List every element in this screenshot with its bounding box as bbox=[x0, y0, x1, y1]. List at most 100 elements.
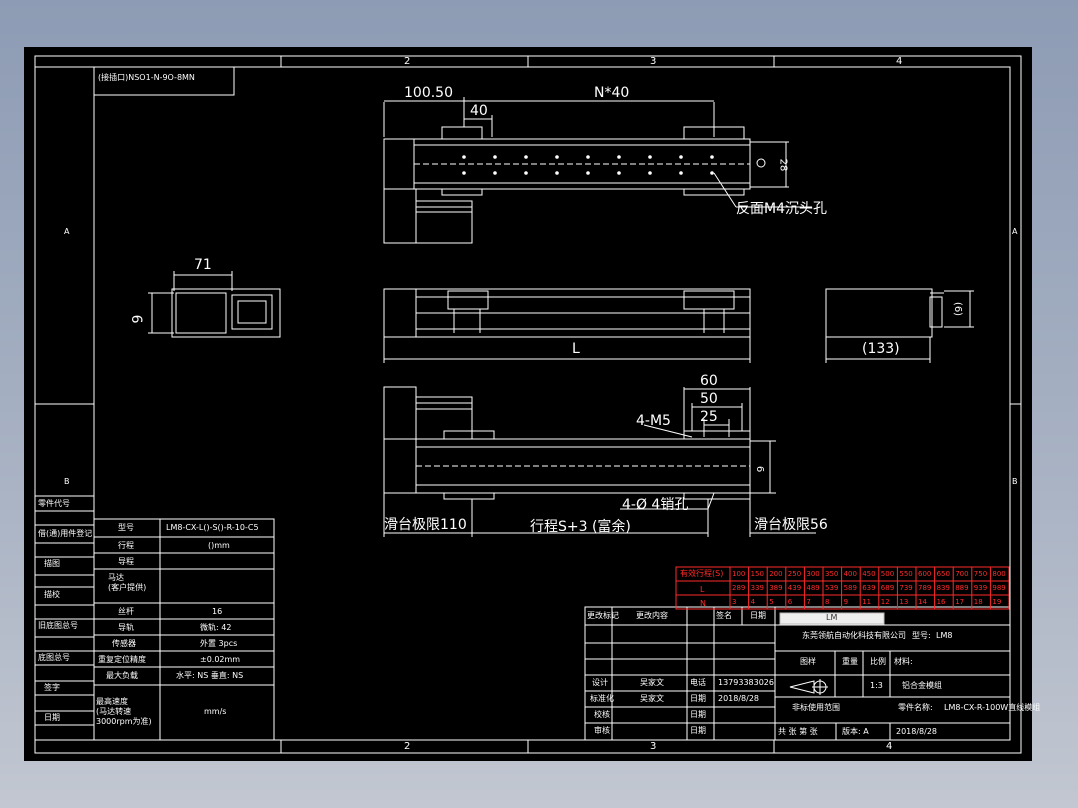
spec-value-stroke: ()mm bbox=[208, 541, 230, 550]
top-view bbox=[383, 97, 812, 244]
limit-right: 滑台极限56 bbox=[754, 517, 828, 533]
mount-hole bbox=[679, 171, 683, 175]
mount-hole bbox=[617, 155, 621, 159]
rev-header-sign: 签名 bbox=[716, 611, 732, 620]
side-label-part-code: 零件代号 bbox=[38, 499, 70, 508]
dim-60: 60 bbox=[700, 373, 718, 389]
mount-hole bbox=[710, 171, 714, 175]
spec-value-sensor: 外置 3pcs bbox=[200, 639, 238, 648]
red-table-cell: 389 bbox=[769, 584, 783, 592]
spec-label-model: 型号 bbox=[118, 523, 134, 532]
front-view bbox=[383, 288, 751, 363]
red-table-cell: 4 bbox=[750, 598, 756, 606]
rev-field-date-3: 日期 bbox=[690, 726, 706, 735]
red-table-cell: 800 bbox=[992, 570, 1006, 578]
dim-133: (133) bbox=[862, 341, 900, 357]
spec-label-screw: 丝杆 bbox=[118, 607, 134, 616]
company-name: 东莞领航自动化科技有限公司 bbox=[802, 631, 906, 640]
border-row-a-left: A bbox=[64, 227, 70, 236]
side-label-date: 日期 bbox=[44, 713, 60, 722]
side-label-sign: 签字 bbox=[44, 683, 60, 692]
mount-hole bbox=[710, 155, 714, 159]
rev-value-date-1: 2018/8/28 bbox=[718, 694, 760, 703]
spec-value-model: LM8-CX-L()-S()-R-10-C5 bbox=[166, 523, 259, 532]
dim-28: 28 bbox=[777, 158, 789, 172]
red-table-cell: 439 bbox=[787, 584, 802, 592]
red-table-cell: 150 bbox=[750, 570, 764, 578]
spec-label-lead: 导程 bbox=[118, 557, 134, 566]
red-table-cell: 939 bbox=[973, 584, 988, 592]
spec-label-repeat: 重复定位精度 bbox=[98, 655, 146, 664]
red-table-header: 有效行程(S) bbox=[680, 569, 724, 578]
mount-hole bbox=[493, 171, 497, 175]
spec-value-repeat: ±0.02mm bbox=[200, 655, 241, 664]
mount-hole bbox=[586, 155, 590, 159]
red-table-cell: 650 bbox=[936, 570, 950, 578]
red-table-cell: 839 bbox=[936, 584, 950, 592]
rev-value-phone: 13793383026 bbox=[718, 678, 774, 687]
dim-71: 71 bbox=[194, 257, 212, 273]
rev-header-mark: 更改标记 bbox=[587, 611, 619, 620]
title-date: 2018/8/28 bbox=[896, 727, 938, 736]
red-table-cell: 889 bbox=[955, 584, 969, 592]
spec-value-screw: 16 bbox=[212, 607, 223, 616]
red-table-cell: 489 bbox=[806, 584, 820, 592]
red-table-label-n: N bbox=[700, 599, 706, 608]
dim-9: 9 bbox=[130, 314, 147, 324]
sheet-count: 共 张 第 张 bbox=[778, 727, 818, 736]
rev-role-check: 校核 bbox=[594, 710, 610, 719]
rev-field-date-2: 日期 bbox=[690, 710, 706, 719]
rev-role-approve: 审核 bbox=[594, 726, 610, 735]
side-label-registry: 借(通)用件登记 bbox=[38, 529, 93, 538]
red-table-cell: 200 bbox=[769, 570, 783, 578]
mount-hole bbox=[462, 155, 466, 159]
red-table-cell: 6 bbox=[787, 598, 793, 606]
right-end-view bbox=[825, 288, 974, 363]
company-logo: LM bbox=[826, 613, 838, 622]
header-code: (接插口)NSO1-N-9O-8MN bbox=[98, 73, 195, 82]
red-table-cell: 289 bbox=[732, 584, 746, 592]
mount-hole bbox=[524, 171, 528, 175]
rev-role-design: 设计 bbox=[592, 678, 608, 687]
mount-hole bbox=[648, 171, 652, 175]
thread-4-m5: 4-M5 bbox=[636, 413, 671, 429]
spec-label-speed: 最高速度 (马达转速3000rpm为准) bbox=[96, 697, 152, 726]
model-label: 型号: bbox=[912, 631, 931, 640]
border-row-b-right: B bbox=[1012, 477, 1018, 486]
rev-field-date-1: 日期 bbox=[690, 694, 706, 703]
limit-left: 滑台极限110 bbox=[384, 517, 467, 533]
material-label: 材料: bbox=[894, 657, 913, 666]
border-col-2-bottom: 2 bbox=[404, 741, 411, 752]
bottom-view bbox=[383, 386, 816, 537]
mount-hole bbox=[586, 171, 590, 175]
rev-role-standard: 标准化 bbox=[590, 694, 614, 703]
cad-drawing bbox=[34, 55, 1022, 754]
red-table-label-l: L bbox=[700, 585, 705, 594]
red-table-cell: 14 bbox=[918, 598, 927, 606]
red-table-cell: 639 bbox=[862, 584, 876, 592]
model-value: LM8 bbox=[936, 631, 953, 640]
red-table-cell: 550 bbox=[899, 570, 913, 578]
red-table-cell: 750 bbox=[973, 570, 988, 578]
dim-l: L bbox=[572, 341, 580, 357]
red-table-cell: 5 bbox=[769, 598, 774, 606]
red-table-cell: 18 bbox=[973, 598, 983, 606]
dim-6-bottom: 6 bbox=[754, 465, 766, 473]
dim-25: 25 bbox=[700, 409, 718, 425]
red-table-cell: 8 bbox=[825, 598, 830, 606]
red-table-cell: 16 bbox=[936, 598, 946, 606]
red-table-cell: 400 bbox=[843, 570, 857, 578]
red-table-cell: 600 bbox=[918, 570, 932, 578]
red-table-cell: 450 bbox=[862, 570, 876, 578]
red-table-cell: 12 bbox=[880, 598, 890, 606]
note-m4-countersunk: 反面M4沉头孔 bbox=[736, 201, 827, 217]
red-table-cell: 17 bbox=[955, 598, 965, 606]
border-col-2-top: 2 bbox=[404, 56, 411, 67]
red-table-cell: 19 bbox=[992, 598, 1002, 606]
col-header-scale: 比例 bbox=[870, 657, 886, 666]
dim-6-right: (6) bbox=[952, 301, 964, 317]
dim-40: 40 bbox=[470, 103, 488, 119]
spec-value-speed: mm/s bbox=[204, 707, 227, 716]
red-table-cell: 339 bbox=[750, 584, 764, 592]
spec-label-sensor: 传感器 bbox=[112, 639, 136, 648]
